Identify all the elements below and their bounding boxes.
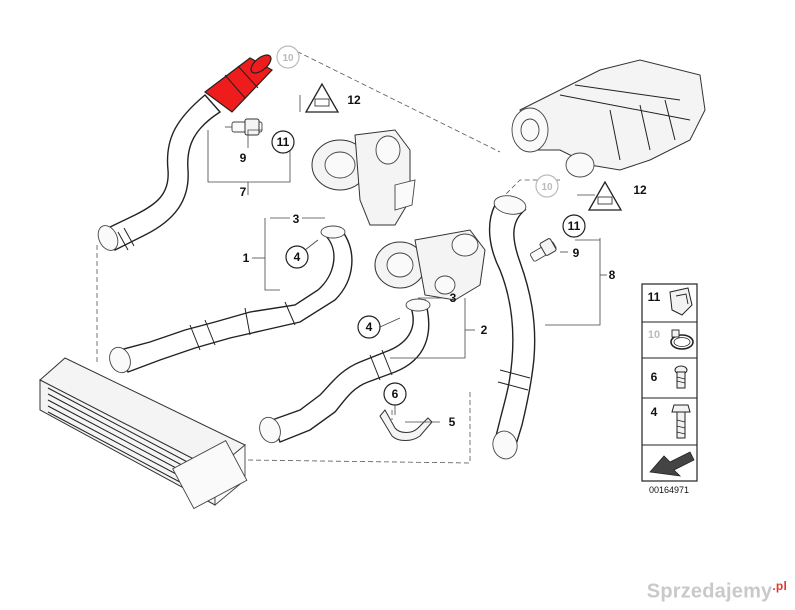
bracket-5 xyxy=(379,409,433,441)
callout-3-mid: 3 xyxy=(450,291,457,305)
part-number: 00164971 xyxy=(649,485,689,495)
callout-8: 8 xyxy=(609,268,616,282)
callout-label: 9 xyxy=(240,151,247,165)
callout-6: 6 xyxy=(383,382,407,406)
bolt-icon xyxy=(671,404,691,439)
legend-row-label: 11 xyxy=(648,290,661,304)
callout-label: 12 xyxy=(347,93,361,107)
turbocharger-lower xyxy=(374,229,486,301)
arrow-icon xyxy=(649,451,695,477)
watermark-text: Sprzedajemy xyxy=(646,581,773,603)
callout-label: 2 xyxy=(481,323,488,337)
callout-label: 4 xyxy=(366,320,373,334)
watermark: Sprzedajemy.pl xyxy=(647,579,787,604)
callout-7: 7 xyxy=(240,185,247,199)
callout-label: 1 xyxy=(243,251,250,265)
callout-4-top: 4 xyxy=(285,245,309,269)
callout-9-left: 9 xyxy=(240,151,247,165)
callout-label: 4 xyxy=(294,250,301,264)
warning-triangle-top: 12 xyxy=(304,82,361,113)
callout-10-top: 10 xyxy=(276,45,300,69)
callout-label: 10 xyxy=(541,182,553,193)
callout-label: 5 xyxy=(449,415,456,429)
warning-triangle-right: 12 xyxy=(587,180,647,211)
legend-row-label: 4 xyxy=(651,405,658,419)
callout-2: 2 xyxy=(481,323,488,337)
callout-label: 3 xyxy=(293,212,300,226)
charge-hose-8 xyxy=(488,195,536,460)
lead-lines xyxy=(207,95,607,423)
screw-icon xyxy=(674,365,688,389)
callout-label: 6 xyxy=(392,387,399,401)
turbocharger-upper xyxy=(311,129,416,226)
legend-row-label: 6 xyxy=(651,370,658,384)
intake-manifold xyxy=(511,59,706,178)
intercooler xyxy=(39,357,248,510)
callout-9-right: 9 xyxy=(573,246,580,260)
hose-clamp-icon xyxy=(670,329,694,350)
callout-1: 1 xyxy=(243,251,250,265)
callout-label: 11 xyxy=(277,135,290,149)
callout-label: 3 xyxy=(450,291,457,305)
callout-5: 5 xyxy=(449,415,456,429)
highlighted-hose xyxy=(203,54,273,113)
sensor-left xyxy=(225,118,263,136)
callout-11-right: 11 xyxy=(562,214,586,238)
charge-hose-7 xyxy=(97,94,222,251)
callout-label: 11 xyxy=(568,219,581,233)
callout-3-top: 3 xyxy=(293,212,300,226)
callout-4-mid: 4 xyxy=(357,315,381,339)
callout-label: 7 xyxy=(240,185,247,199)
callout-label: 8 xyxy=(609,268,616,282)
callout-10-right: 10 xyxy=(535,174,559,198)
callout-11-left: 11 xyxy=(271,130,295,154)
clip-icon xyxy=(669,287,693,316)
sensor-right xyxy=(530,238,557,262)
callout-label: 10 xyxy=(282,53,294,64)
legend-row-label: 10 xyxy=(648,329,660,341)
callout-label: 9 xyxy=(573,246,580,260)
callout-label: 12 xyxy=(633,183,647,197)
charge-hose-2 xyxy=(259,298,431,444)
charge-hose-1 xyxy=(109,225,353,374)
parts-legend: 11 10 6 4 00164971 xyxy=(641,283,698,495)
watermark-suffix: .pl xyxy=(772,579,787,594)
